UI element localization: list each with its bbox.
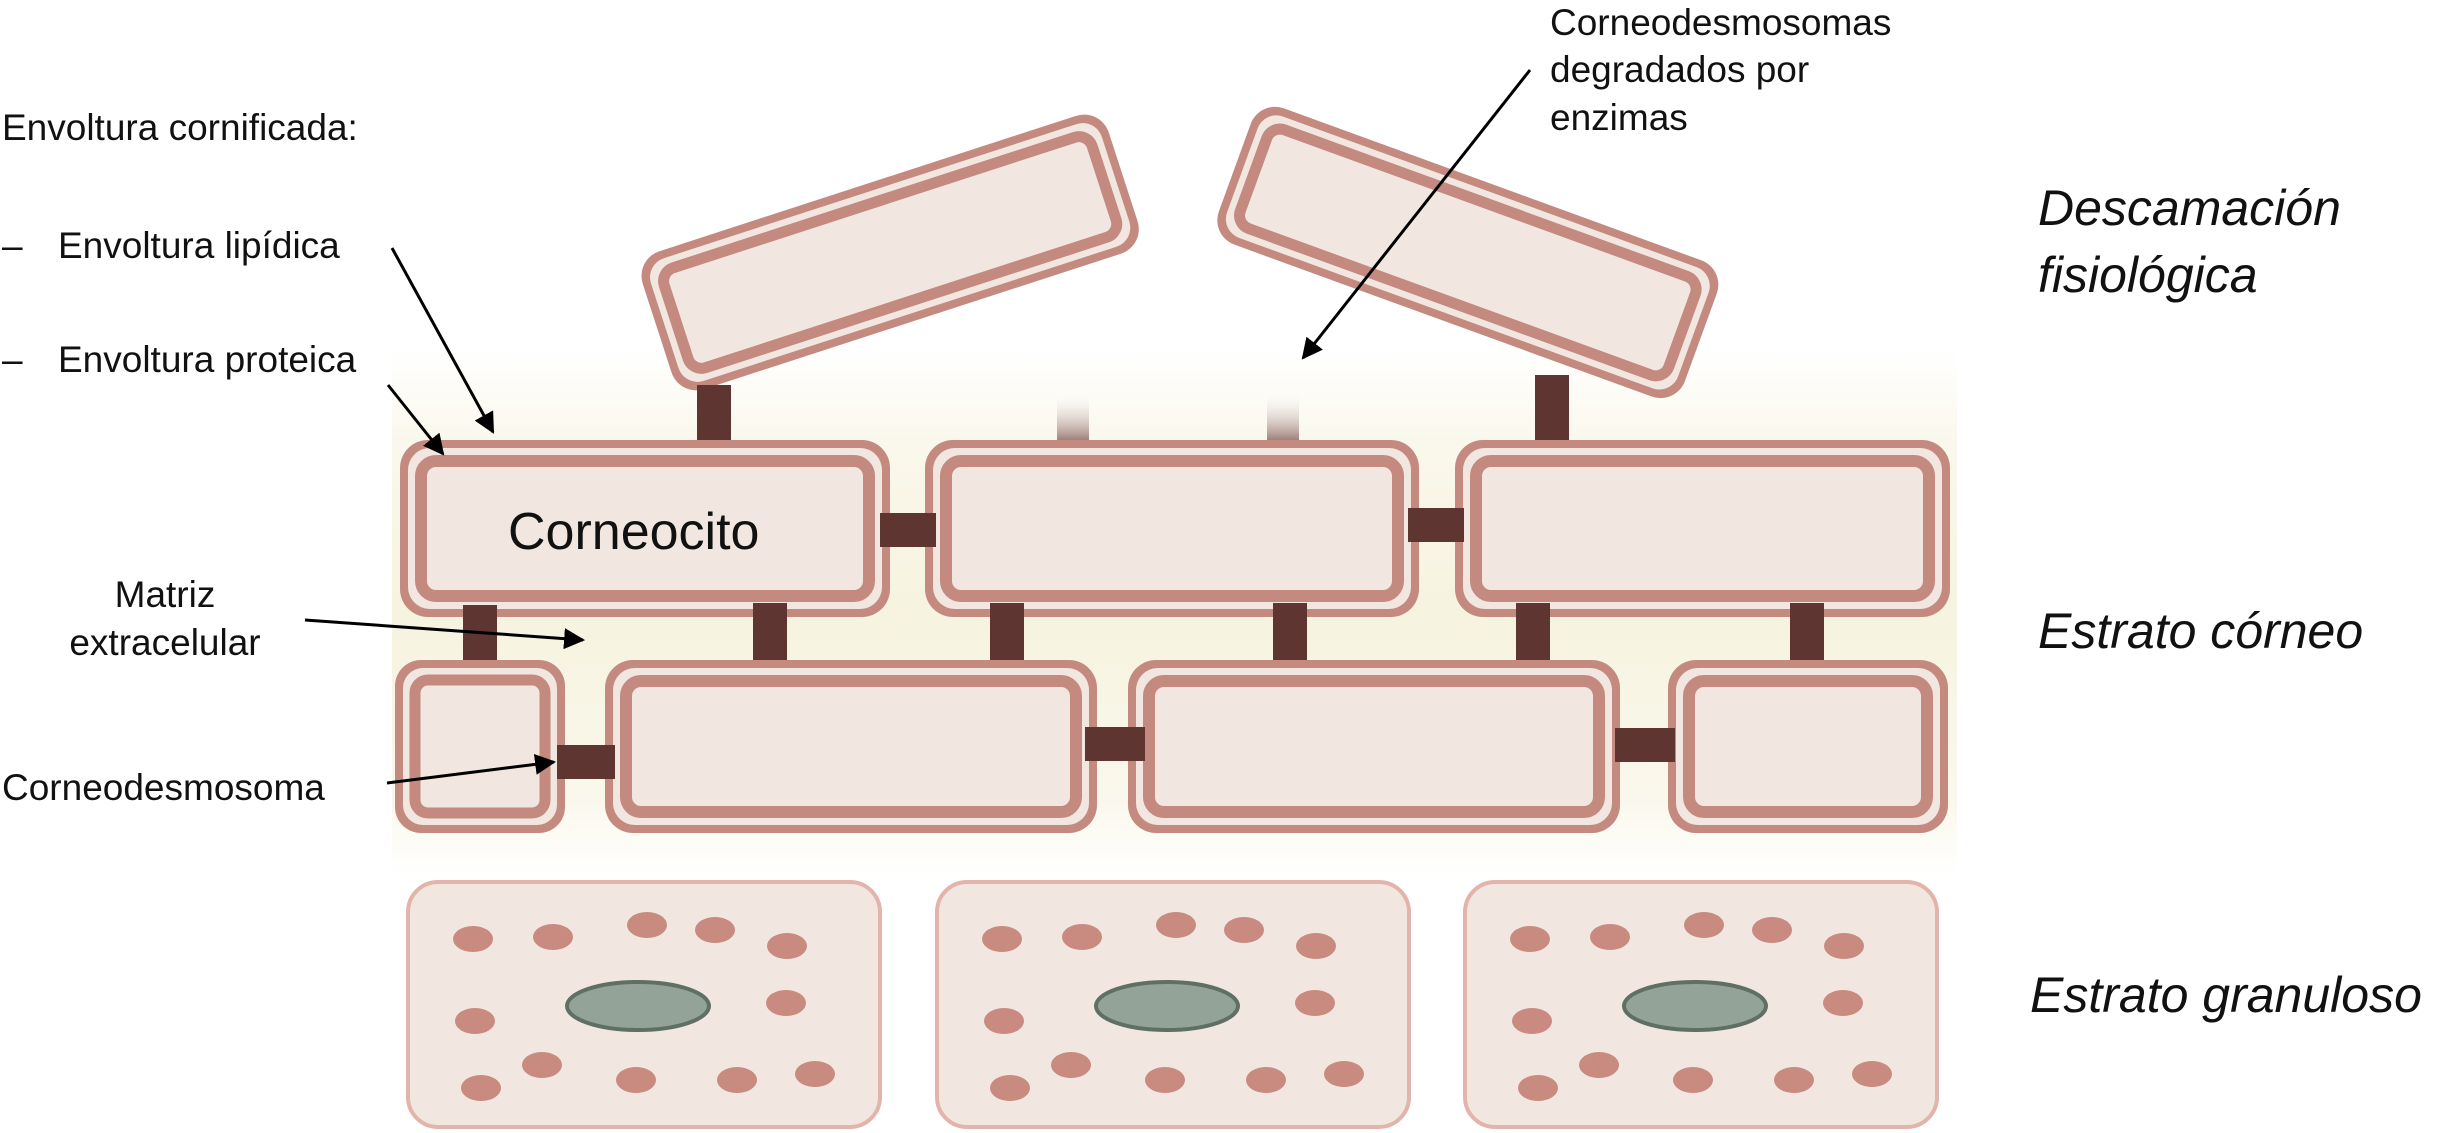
corneocyte-label: Corneocito xyxy=(508,503,759,561)
corneocyte-bottom-1 xyxy=(395,660,565,833)
corneodesmosome-h-bottom-2 xyxy=(1085,727,1145,761)
corneodesmosome-to-detached-right xyxy=(1535,375,1569,445)
granular-cell-3 xyxy=(1463,880,1939,1129)
corneocyte-top-2 xyxy=(925,440,1419,617)
matrix-label-line1: Matriz xyxy=(115,574,216,615)
cornified-envelope-title: Envoltura cornificada: xyxy=(2,107,358,148)
layer-desquamation-line2: fisiológica xyxy=(2038,247,2258,303)
arrow-corneodesmosome xyxy=(386,753,557,785)
layer-desquamation-line1: Descamación xyxy=(2038,180,2341,236)
corneodesmosome-label: Corneodesmosoma xyxy=(2,767,325,808)
corneodesmosome-h-bottom-1 xyxy=(557,745,615,779)
corneodesmosome-h-bottom-3 xyxy=(1615,728,1675,762)
degraded-label-line2: degradados por xyxy=(1550,49,1809,90)
arrow-degraded-corneodesmosomes xyxy=(1301,69,1532,360)
granular-cell-1 xyxy=(406,880,882,1129)
corneocyte-bottom-2 xyxy=(605,660,1097,833)
corneodesmosome-h-top-2 xyxy=(1408,508,1464,542)
corneocyte-bottom-3 xyxy=(1128,660,1620,833)
corneocyte-top-1 xyxy=(400,440,890,617)
degraded-label-line3: enzimas xyxy=(1550,97,1688,138)
desquamating-corneocyte-left xyxy=(641,114,1139,391)
desquamating-corneocyte-right xyxy=(1217,106,1719,399)
degraded-label-line1: Corneodesmosomas xyxy=(1550,2,1891,43)
granular-cell-2 xyxy=(935,880,1411,1129)
lipid-envelope-label: Envoltura lipídica xyxy=(58,225,340,266)
corneodesmosome-h-top-1 xyxy=(880,513,936,547)
dash-protein: – xyxy=(2,339,23,380)
corneocyte-top-3 xyxy=(1455,440,1950,617)
layer-stratum-corneum: Estrato córneo xyxy=(2038,603,2363,659)
arrow-extracellular-matrix xyxy=(304,618,586,650)
protein-envelope-label: Envoltura proteica xyxy=(58,339,357,380)
matrix-label-line2: extracelular xyxy=(69,622,260,663)
dash-lipid: – xyxy=(2,225,23,266)
arrow-protein-envelope xyxy=(386,384,445,456)
layer-stratum-granulosum: Estrato granuloso xyxy=(2030,967,2422,1023)
corneocyte-bottom-4 xyxy=(1668,660,1948,833)
arrow-lipid-envelope xyxy=(390,247,495,434)
